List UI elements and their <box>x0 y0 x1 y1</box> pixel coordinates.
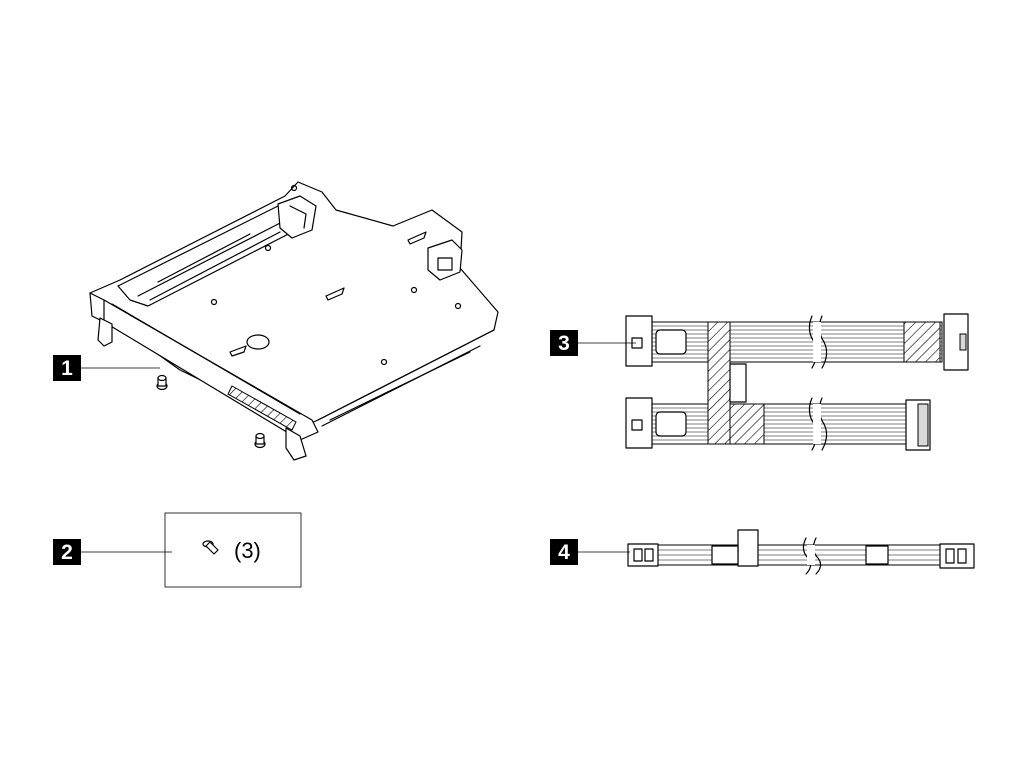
power-connector-left <box>627 543 659 567</box>
callout-1: 1 <box>53 355 160 381</box>
power-cable-label-tag <box>737 529 759 567</box>
cable-junction-sleeve <box>707 321 731 445</box>
cable-connector-right-top <box>943 313 969 371</box>
svg-text:3: 3 <box>558 332 570 355</box>
riser-bracket-assembly <box>89 181 499 461</box>
svg-text:1: 1 <box>61 357 73 380</box>
split-signal-cable <box>625 313 969 451</box>
bracket-latch <box>277 195 317 239</box>
cable-top-branch <box>625 313 969 371</box>
cable-bottom-branch <box>625 397 931 451</box>
bracket-left-mount <box>97 317 113 347</box>
screw-icon <box>202 540 219 555</box>
callout-4: 4 <box>550 539 630 565</box>
callout-3: 3 <box>550 330 636 356</box>
svg-text:2: 2 <box>61 541 73 564</box>
screw-quantity-label: (3) <box>234 538 261 563</box>
screws-box: (3) <box>164 512 302 588</box>
power-cable <box>627 529 975 575</box>
bracket-thumbscrew <box>156 374 168 391</box>
bracket-hatched-section <box>227 385 297 431</box>
bracket-thumbscrew <box>254 432 266 449</box>
power-connector-right <box>939 543 975 569</box>
callout-2: 2 <box>53 539 172 565</box>
bracket-bottom-mount <box>285 427 307 461</box>
svg-text:4: 4 <box>558 541 570 564</box>
